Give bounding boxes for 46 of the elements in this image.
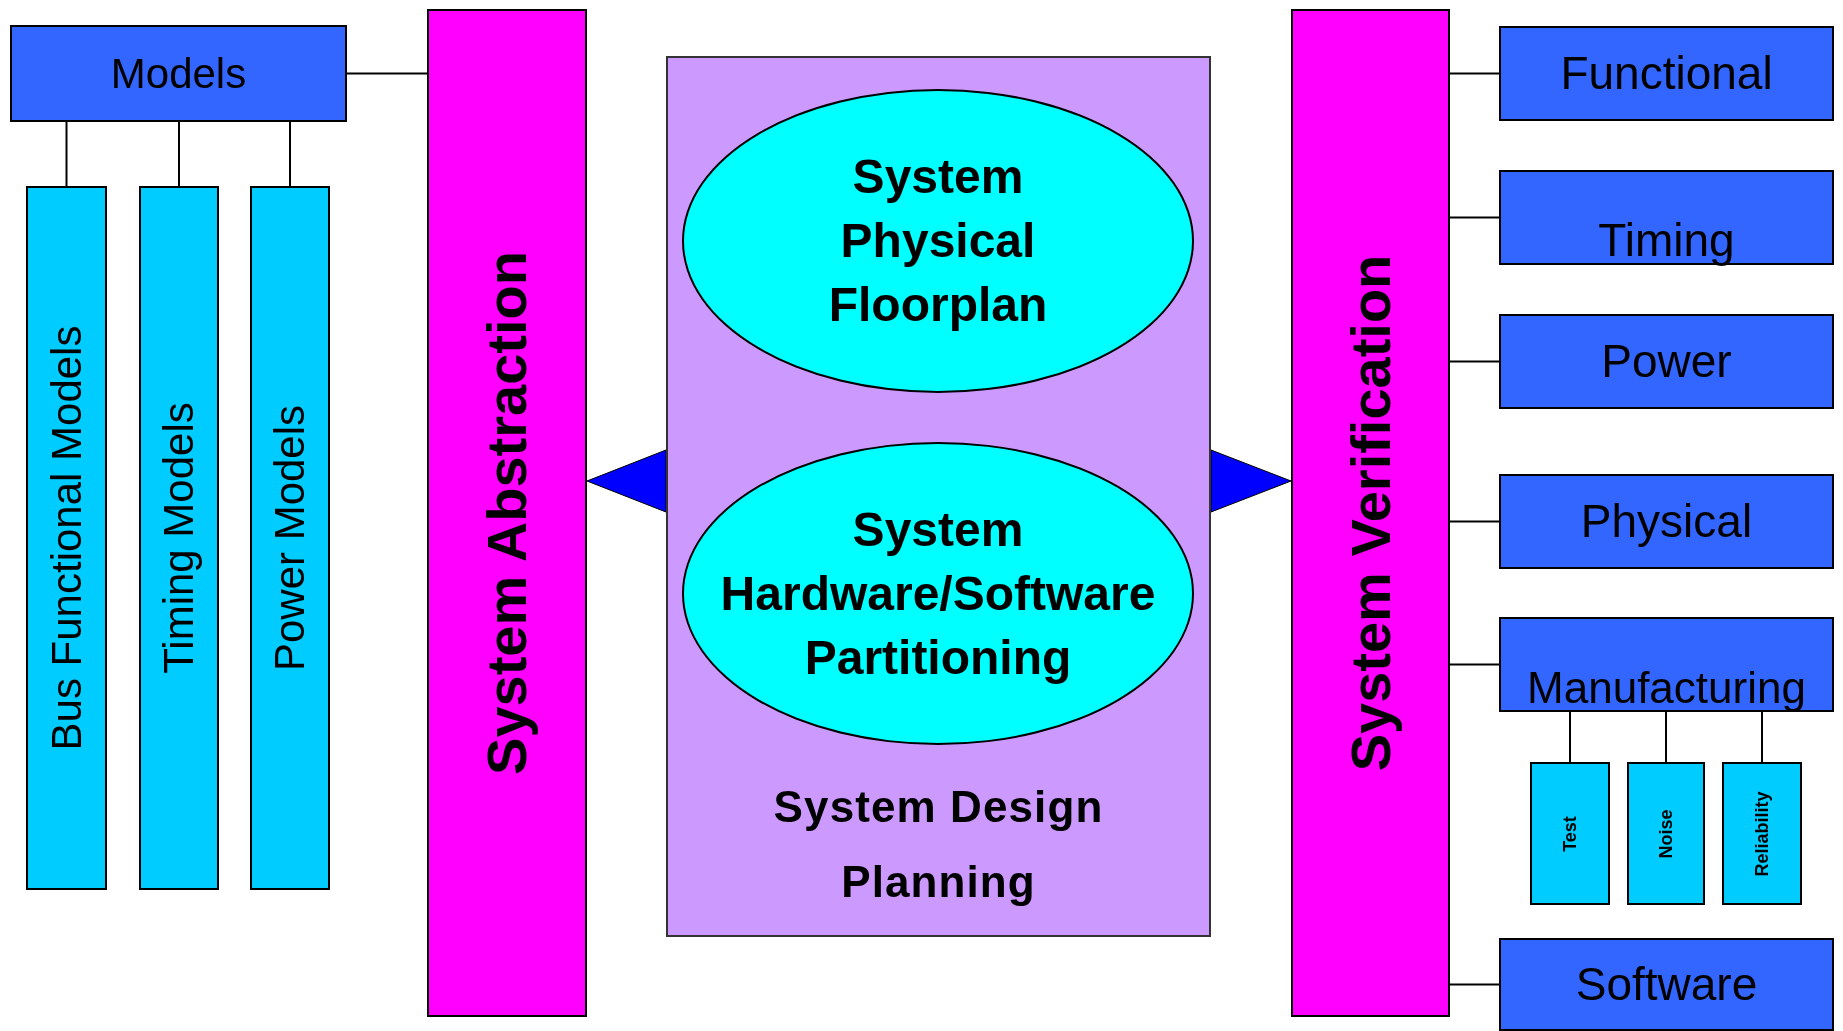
- model-box: [250, 186, 330, 890]
- vertical-label: Noise: [1657, 809, 1675, 858]
- models-box: [10, 25, 347, 122]
- vertical-label: Test: [1561, 815, 1579, 852]
- box-label: Software: [1575, 957, 1758, 1012]
- connector-line: [1665, 711, 1667, 763]
- connector-line: [1449, 663, 1500, 666]
- vertical-label: Power Models: [269, 404, 311, 672]
- verification-bar: [1291, 9, 1450, 1017]
- connector-line: [1449, 360, 1500, 363]
- manufacturing-sub-box: [1530, 762, 1610, 905]
- connector-line: [1569, 711, 1571, 763]
- connector-line: [1449, 216, 1500, 219]
- box-label: System Design Planning: [772, 781, 1105, 908]
- manufacturing-sub-box: [1722, 762, 1802, 905]
- verification-box: [1499, 617, 1834, 712]
- connector-line: [346, 72, 428, 75]
- box-label: Manufacturing: [1527, 666, 1806, 710]
- box-label: Power: [1601, 334, 1732, 389]
- model-box: [26, 186, 107, 890]
- vertical-label: Reliability: [1753, 791, 1771, 876]
- verification-box: [1499, 938, 1834, 1031]
- connector-line: [1449, 520, 1500, 523]
- connector-line: [1761, 711, 1763, 763]
- verification-box: [1499, 26, 1834, 121]
- box-label: Functional: [1560, 46, 1773, 101]
- wedge-arrow: [586, 449, 667, 513]
- connector-line: [178, 121, 180, 187]
- vertical-label: Timing Models: [158, 402, 200, 674]
- abstraction-bar: [427, 9, 587, 1017]
- connector-line: [1449, 72, 1500, 75]
- planning-panel: [666, 56, 1211, 937]
- connector-line: [65, 121, 68, 187]
- vertical-label: Bus Functional Models: [45, 325, 88, 751]
- box-label: Physical: [1580, 494, 1753, 549]
- verification-box: [1499, 474, 1834, 569]
- ellipse-label: System Hardware/Software Partitioning: [719, 501, 1157, 686]
- verification-box: [1499, 170, 1834, 265]
- model-box: [139, 186, 219, 890]
- connector-line: [289, 121, 291, 187]
- wedge-arrow: [1210, 449, 1292, 513]
- connector-line: [1449, 983, 1500, 986]
- verification-box: [1499, 314, 1834, 409]
- manufacturing-sub-box: [1627, 762, 1705, 905]
- ellipse-label: System Physical Floorplan: [827, 149, 1049, 333]
- box-label: Models: [110, 49, 247, 99]
